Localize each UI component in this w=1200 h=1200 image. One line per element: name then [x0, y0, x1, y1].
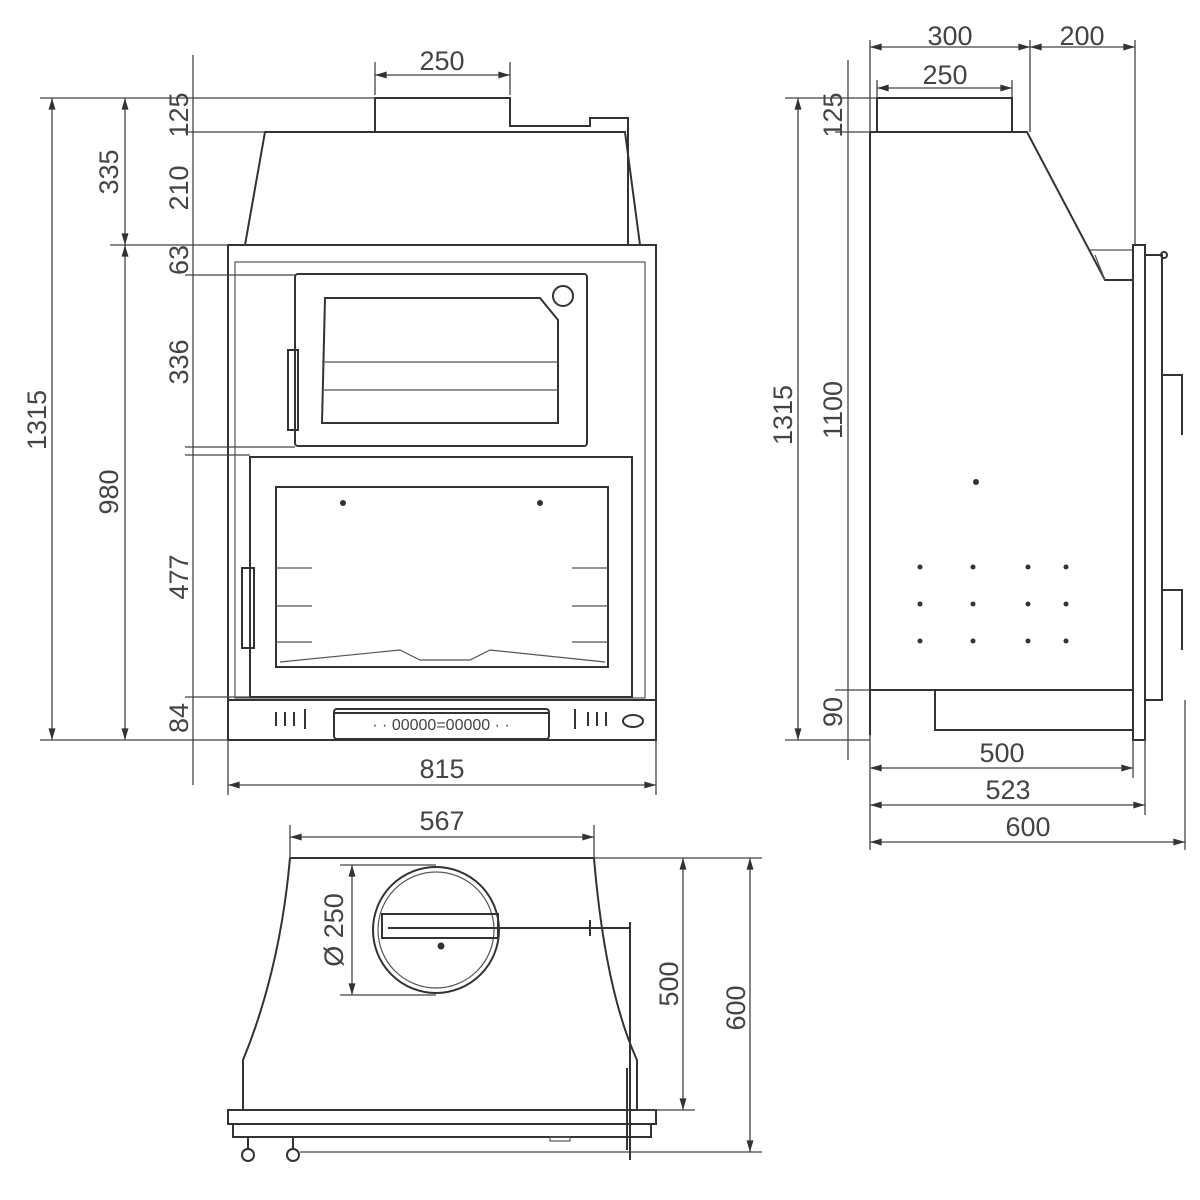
side-view: 300 200 250 1315 125 1100 90 500 523 600: [768, 21, 1186, 850]
firebox-handle: [241, 567, 255, 649]
dim-label: 523: [985, 775, 1030, 805]
logo-icon: [622, 714, 644, 728]
hood: [243, 131, 642, 246]
front-dimensions: 250 125 210 63 336 477 84 335 980 1315 8…: [22, 46, 657, 795]
body-frame: [227, 244, 657, 741]
knob-icon: [241, 1148, 255, 1162]
hood-outline: [242, 857, 638, 1110]
oven-door: [287, 273, 588, 447]
dim-label: 477: [164, 554, 194, 599]
flue-collar: [374, 97, 629, 245]
dim-label: 600: [721, 985, 751, 1030]
knob-icon: [286, 1148, 300, 1162]
front-frame: [227, 1109, 657, 1125]
dim-label: 567: [419, 806, 464, 836]
dim-label: Ø 250: [319, 893, 349, 967]
dim-label: 63: [164, 245, 194, 275]
dim-label: 980: [94, 469, 124, 514]
dim-label: 600: [1005, 812, 1050, 842]
dim-label: 500: [979, 738, 1024, 768]
top-view: 567 Ø 250 500 600: [227, 806, 762, 1162]
dim-label: 500: [654, 961, 684, 1006]
dim-label: 1315: [22, 390, 52, 450]
oven-handle: [287, 349, 299, 431]
dim-label: 84: [164, 703, 194, 733]
control-panel: · · 00000=00000 · ·: [228, 699, 656, 740]
flue-collar-circle: [372, 866, 500, 994]
damper-plate: [381, 913, 499, 939]
side-body: [869, 131, 1134, 691]
dim-label: 335: [94, 149, 124, 194]
dim-label: 336: [164, 339, 194, 384]
dim-label: 1315: [768, 385, 798, 445]
thermometer-icon: [552, 285, 574, 307]
front-view: · · 00000=00000 · · 250 125 210 63 336 4…: [22, 46, 657, 795]
dim-label: 210: [164, 165, 194, 210]
top-dimensions: 567 Ø 250 500 600: [289, 806, 762, 1153]
dim-label: 815: [419, 754, 464, 784]
dim-label: 125: [818, 92, 848, 137]
dim-label: 90: [818, 697, 848, 727]
control-display: · · 00000=00000 · ·: [372, 717, 509, 734]
dim-label: 250: [922, 60, 967, 90]
dim-label: 1100: [818, 381, 848, 439]
vent-holes: [917, 564, 1069, 644]
firebox-door: [241, 456, 633, 698]
front-frame: [1132, 244, 1146, 741]
dim-label: 250: [419, 46, 464, 76]
dim-label: 125: [164, 92, 194, 137]
flue-collar: [876, 97, 1013, 132]
dim-label: 200: [1059, 21, 1104, 51]
dim-label: 300: [927, 21, 972, 51]
side-dimensions: 300 200 250 1315 125 1100 90 500 523 600: [768, 21, 1186, 850]
